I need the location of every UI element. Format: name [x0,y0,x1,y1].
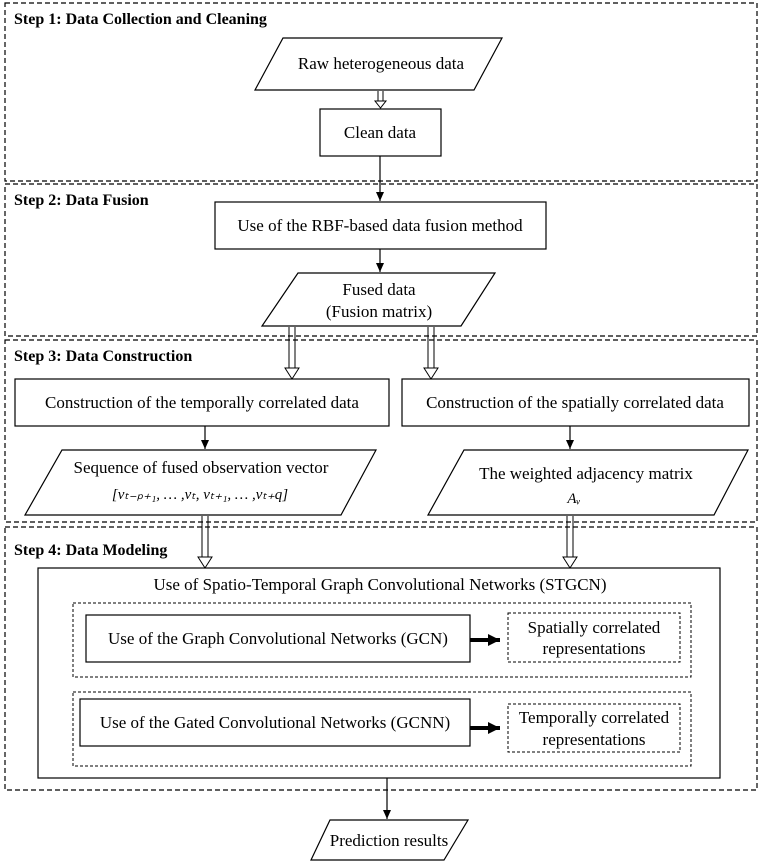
adjacency-matrix-text-1: The weighted adjacency matrix [479,464,693,483]
raw-data-text: Raw heterogeneous data [298,54,465,73]
spatial-construction-text: Construction of the spatially correlated… [426,393,724,412]
gcnn-group [72,691,692,767]
step-4-label: Step 4: Data Modeling [14,542,167,559]
prediction-results-text: Prediction results [330,831,449,850]
hollow-arrow-sequence-stgcn [197,516,213,569]
gcnn-node [79,698,471,747]
hollow-arrow-fused-temporal [284,327,300,380]
spatial-representations-node [507,612,681,663]
spatial-representations-text-1: Spatially correlated [528,618,661,637]
raw-data-node [253,37,504,91]
temporal-construction-text: Construction of the temporally correlate… [45,393,359,412]
fused-data-text-2: (Fusion matrix) [326,302,432,321]
hollow-arrow-adjacency-stgcn [562,516,578,569]
step-2-frame [4,183,758,337]
stgcn-title: Use of Spatio-Temporal Graph Convolution… [153,575,606,594]
step-1-label: Step 1: Data Collection and Cleaning [14,11,267,28]
fused-data-node [260,272,497,327]
gcn-text: Use of the Graph Convolutional Networks … [108,629,448,648]
sequence-vector-text-2: [vₜ₋ₚ₊₁, … ,vₜ, vₜ₊₁, … ,vₜ₊q] [112,487,288,503]
step-1-frame [4,2,758,182]
step-3-label: Step 3: Data Construction [14,348,192,365]
gcn-group [72,602,692,678]
fused-data-text-1: Fused data [342,280,416,299]
rbf-fusion-text: Use of the RBF-based data fusion method [237,216,523,235]
hollow-arrow-fused-spatial [423,327,439,380]
prediction-results-node [310,819,470,861]
temporal-representations-text-2: representations [543,730,646,749]
gcn-node [85,614,471,663]
step-3-frame [4,339,758,523]
adjacency-matrix-text-2: Aᵥ [566,491,580,507]
hollow-arrow-raw-clean [373,91,388,109]
temporal-construction-node [14,378,390,427]
sequence-vector-text-1: Sequence of fused observation vector [74,458,329,477]
temporal-representations-text-1: Temporally correlated [519,708,670,727]
sequence-vector-node [23,449,378,516]
step-4-frame [4,526,758,791]
step-2-label: Step 2: Data Fusion [14,192,149,209]
clean-data-text: Clean data [344,123,417,142]
adjacency-matrix-node [426,449,749,516]
gcnn-text: Use of the Gated Convolutional Networks … [100,713,450,732]
temporal-representations-node [507,703,681,753]
spatial-construction-node [401,378,750,427]
rbf-fusion-node [214,201,547,250]
spatial-representations-text-2: representations [543,639,646,658]
